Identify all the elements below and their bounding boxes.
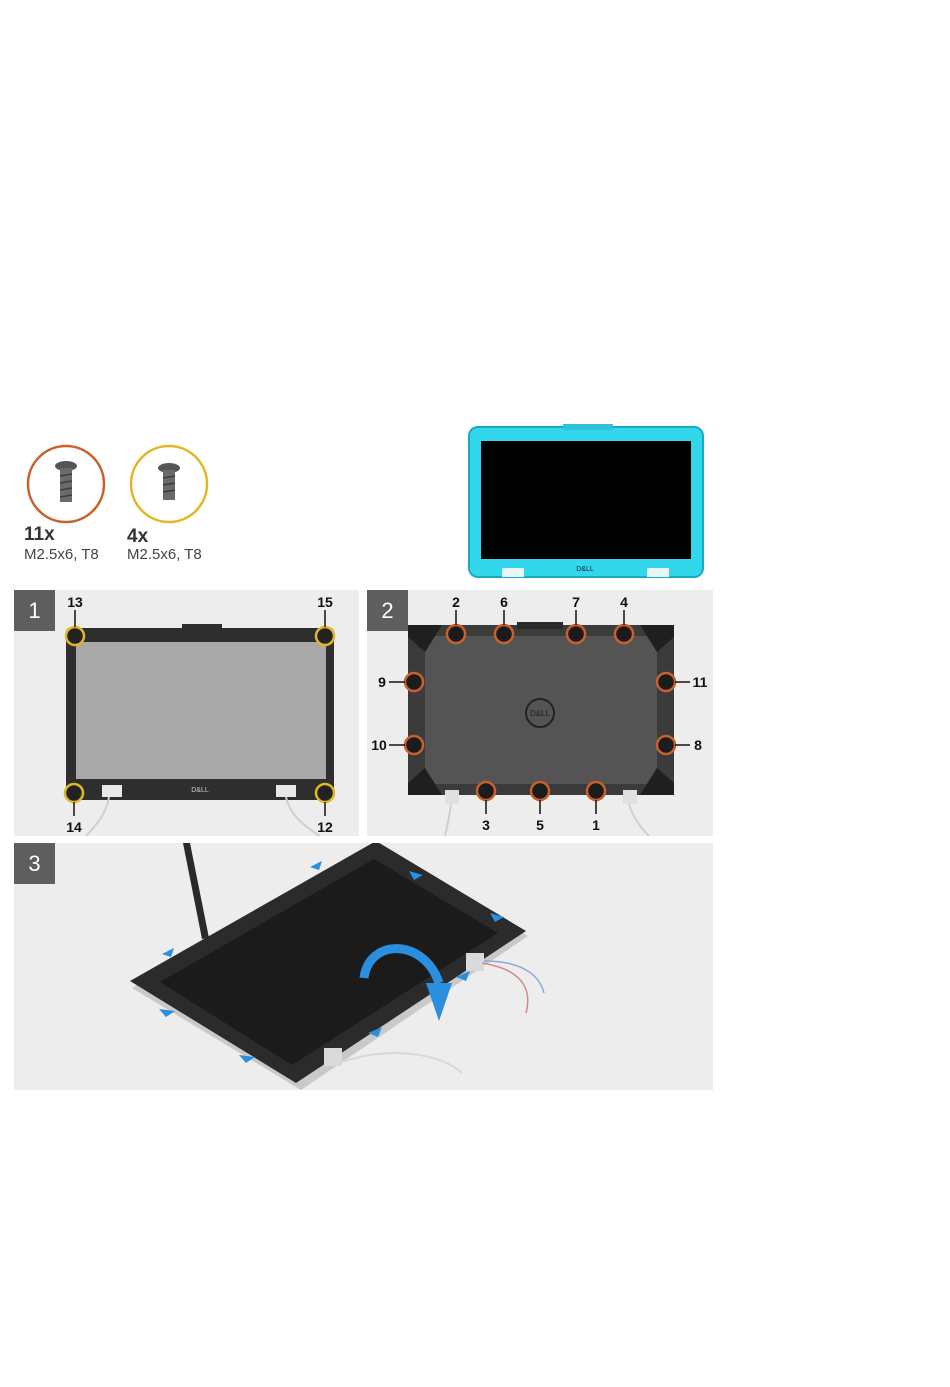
- screw-marker-5: [531, 782, 549, 800]
- step-1-logo: D&LL: [191, 787, 209, 794]
- preview-logo: D&LL: [576, 566, 594, 573]
- callout-6: 6: [500, 594, 508, 610]
- callout-3: 3: [482, 817, 490, 833]
- callout-11: 11: [693, 674, 708, 690]
- callout-2: 2: [452, 594, 460, 610]
- callout-12: 12: [317, 819, 333, 835]
- step-2-panel: 2 D&LL 2 6: [367, 590, 713, 836]
- screw-marker-2: [447, 625, 465, 643]
- screw-marker-15: [316, 627, 334, 645]
- step-3-bezel-removal: [14, 843, 713, 1090]
- screw-marker-6: [495, 625, 513, 643]
- screw-marker-1: [587, 782, 605, 800]
- callout-4: 4: [620, 594, 628, 610]
- callout-7: 7: [572, 594, 580, 610]
- screw-marker-7: [567, 625, 585, 643]
- display-bezel-preview: D&LL: [467, 424, 707, 580]
- callout-10: 10: [371, 737, 387, 753]
- step-3-panel: 3: [14, 843, 713, 1090]
- screw-qty-2: 4x: [127, 526, 148, 548]
- screw-marker-14: [65, 784, 83, 802]
- pry-tool-icon: [183, 843, 209, 939]
- callout-8: 8: [694, 737, 702, 753]
- screw-marker-8: [657, 736, 675, 754]
- step-2-logo: D&LL: [530, 709, 551, 718]
- screw-marker-12: [316, 784, 334, 802]
- step-2-display-back: D&LL 2 6 7 4 9 11 10 8 3 5: [367, 590, 713, 836]
- callout-9: 9: [378, 674, 386, 690]
- callout-5: 5: [536, 817, 544, 833]
- callout-14: 14: [66, 819, 82, 835]
- screw-marker-10: [405, 736, 423, 754]
- screw-marker-11: [657, 673, 675, 691]
- callout-1: 1: [592, 817, 600, 833]
- screw-marker-13: [66, 627, 84, 645]
- screw-marker-9: [405, 673, 423, 691]
- screw-legend: 11x M2.5x6, T8 4x M2.5x6, T8: [22, 440, 222, 570]
- step-1-display-front: D&LL 13 15 14 12: [14, 590, 359, 836]
- screw-marker-4: [615, 625, 633, 643]
- step-1-panel: 1 D&LL 13 15 14 12: [14, 590, 359, 836]
- callout-15: 15: [317, 594, 333, 610]
- screw-spec-2: M2.5x6, T8: [127, 546, 202, 563]
- screw-icon-yellow: [127, 442, 211, 526]
- screw-marker-3: [477, 782, 495, 800]
- callout-13: 13: [67, 594, 83, 610]
- screw-qty-1: 11x: [24, 524, 55, 546]
- screw-icon-orange: [24, 442, 108, 526]
- screw-spec-1: M2.5x6, T8: [24, 546, 99, 563]
